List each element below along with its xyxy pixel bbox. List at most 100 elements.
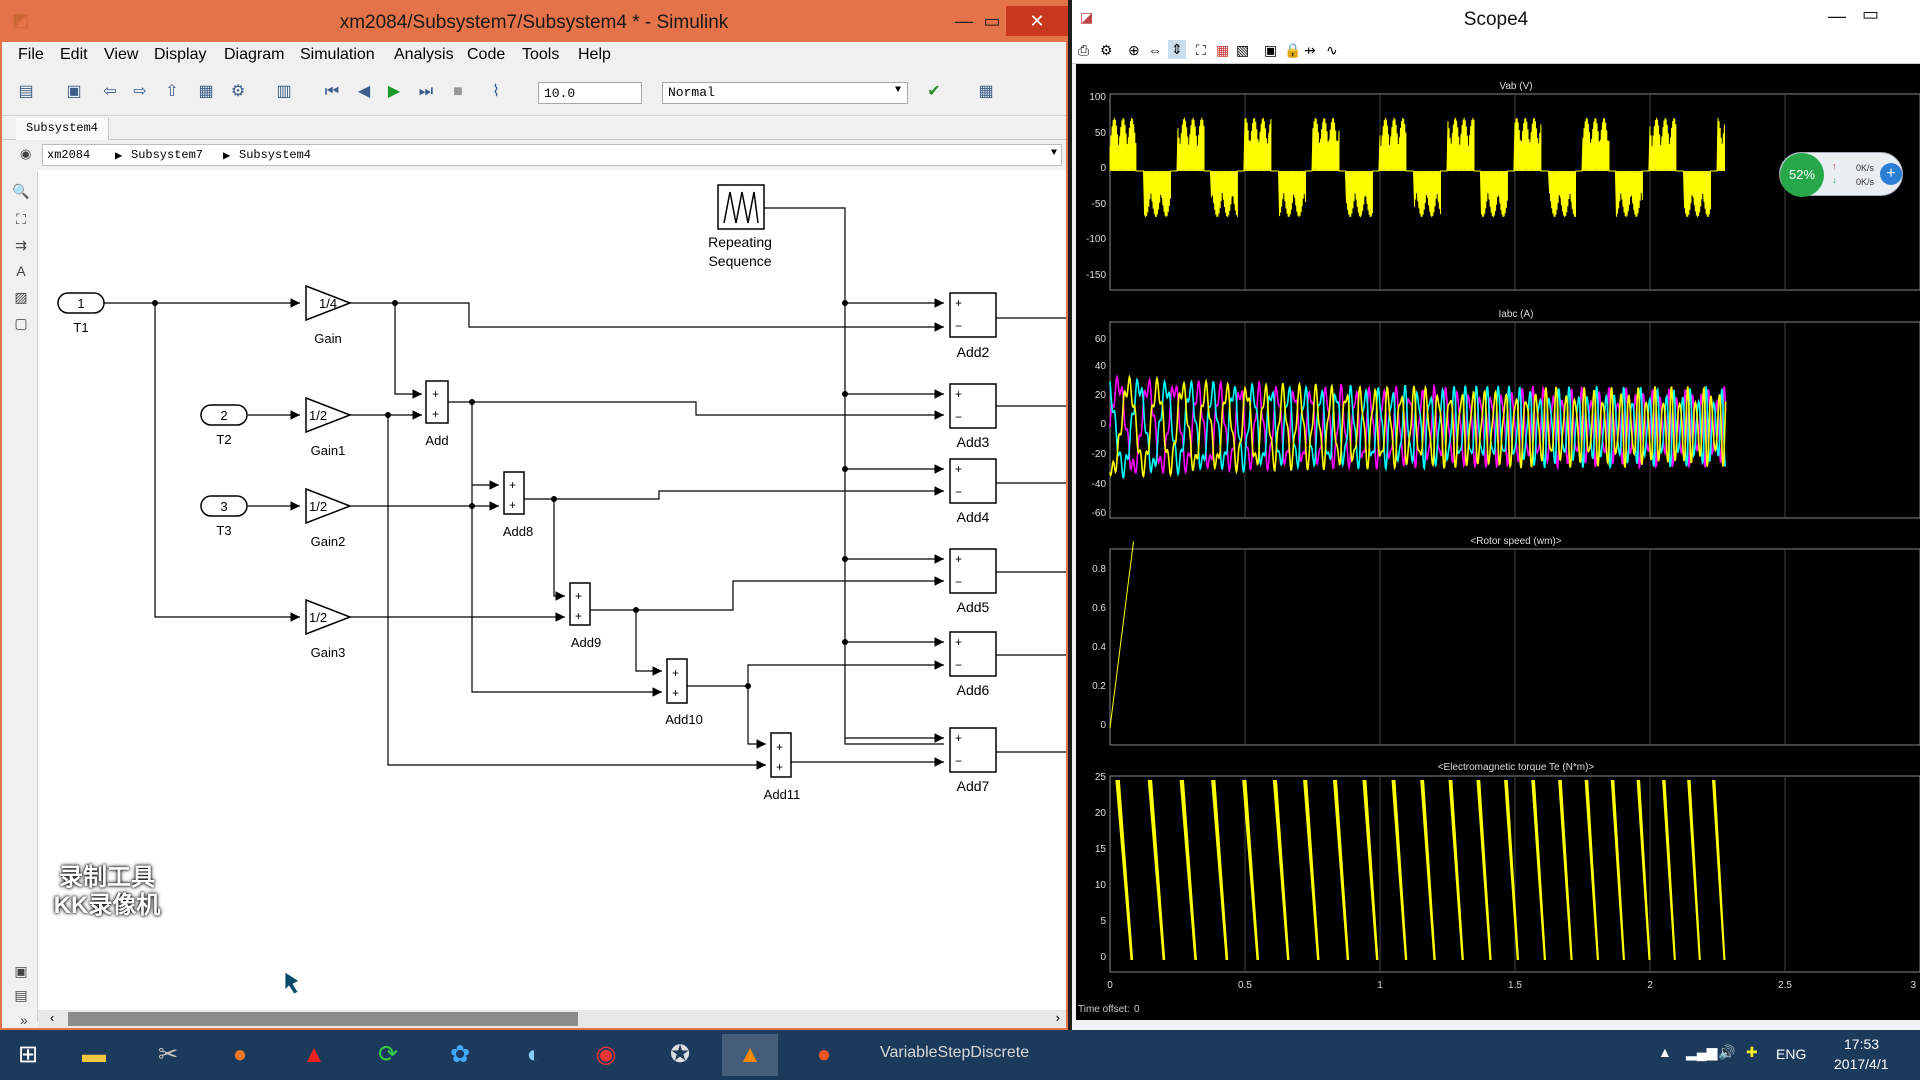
cloud-app-icon[interactable]: ✿	[449, 1041, 471, 1068]
tools-icon[interactable]: ✂	[157, 1041, 179, 1068]
add10-block[interactable]	[666, 658, 688, 704]
autoscale-xy-icon[interactable]: ▦	[1216, 42, 1230, 58]
menu-diagram[interactable]: Diagram	[224, 46, 285, 63]
stop-time-input[interactable]	[538, 82, 642, 104]
menu-help[interactable]: Help	[578, 46, 611, 63]
add4-block[interactable]	[949, 458, 997, 504]
menu-edit[interactable]: Edit	[60, 46, 88, 63]
settings-gear-icon[interactable]: ⚙	[230, 83, 246, 100]
menu-file[interactable]: File	[18, 46, 44, 63]
new-model-icon[interactable]: ▤	[18, 83, 34, 100]
menu-analysis[interactable]: Analysis	[394, 46, 454, 63]
add2-block[interactable]	[949, 292, 997, 338]
scope-minimize-button[interactable]: —	[1828, 6, 1846, 26]
parameters-gear-icon[interactable]: ⚙	[1100, 42, 1113, 58]
expand-double-chevron-icon[interactable]: »	[20, 1012, 28, 1028]
menu-code[interactable]: Code	[467, 46, 506, 63]
breadcrumb-item-subsystem7[interactable]: Subsystem7	[131, 148, 204, 162]
step-back-icon-2[interactable]: ◀	[357, 83, 371, 100]
close-button[interactable]: ✕	[1006, 6, 1068, 36]
fit-view-icon[interactable]: ⛶	[16, 211, 26, 227]
image-icon[interactable]: ▨	[14, 289, 28, 305]
menu-display[interactable]: Display	[154, 46, 207, 63]
file-explorer-icon[interactable]: ▬	[82, 1041, 106, 1068]
scroll-right-icon[interactable]: ›	[1055, 1010, 1060, 1025]
tray-expand-icon[interactable]: ▲	[1658, 1044, 1672, 1060]
recorder-app-icon[interactable]: ●	[816, 1041, 832, 1068]
zoom-y-icon[interactable]: ⇕	[1168, 40, 1186, 59]
floating-scope-icon[interactable]: ∿	[1326, 42, 1338, 58]
chevron-down-icon[interactable]: ▼	[1050, 148, 1057, 159]
model-advisor-check-icon[interactable]: ✔	[927, 83, 941, 100]
autoscale-icon[interactable]: ⛶	[1196, 42, 1206, 58]
zoom-x-icon[interactable]: ⇔	[1148, 42, 1162, 58]
network-signal-icon[interactable]: ▂▄▆	[1686, 1044, 1718, 1060]
properties-icon[interactable]: ▤	[14, 987, 28, 1003]
forward-arrow-icon[interactable]: ⇨	[133, 83, 147, 100]
matlab-icon[interactable]: ▲	[722, 1034, 778, 1076]
camera-icon[interactable]: ▣	[14, 963, 28, 979]
model-explorer-icon[interactable]: ▥	[276, 83, 292, 100]
maximize-button[interactable]: ▭	[983, 11, 1001, 31]
zoom-icon[interactable]: 🔍	[12, 183, 30, 199]
network-speed-widget[interactable]: 52% ↑ ↓ 0K/s 0K/s +	[1779, 152, 1903, 197]
gain1-block[interactable]	[305, 396, 353, 434]
scope-maximize-button[interactable]: ▭	[1862, 4, 1880, 24]
save-axes-icon[interactable]: ▣	[1264, 42, 1278, 58]
gain3-block[interactable]	[305, 598, 353, 636]
stop-icon[interactable]: ■	[453, 83, 463, 100]
tab-subsystem4[interactable]: Subsystem4	[16, 118, 110, 140]
simulation-mode-select[interactable]: Normal ▼	[662, 82, 908, 104]
red-app-icon[interactable]: ◉	[595, 1041, 617, 1068]
gain-block[interactable]	[305, 284, 353, 322]
inport-t2[interactable]	[200, 404, 248, 426]
library-browser-icon[interactable]: ▦	[198, 83, 214, 100]
up-arrow-icon[interactable]: ⇧	[165, 83, 179, 100]
autoscale-y-icon[interactable]: ▧	[1236, 42, 1250, 58]
model-canvas[interactable]: 1 T1 2 T2 3 T3 1/4 Gain 1/2 Gain1 1/2 Ga…	[38, 170, 1066, 1010]
volume-icon[interactable]: 🔊	[1718, 1044, 1736, 1060]
grid-table-icon[interactable]: ▦	[978, 83, 994, 100]
inport-t3[interactable]	[200, 495, 248, 517]
menu-simulation[interactable]: Simulation	[300, 46, 375, 63]
lock-icon[interactable]: 🔒	[1284, 42, 1302, 58]
acrobat-icon[interactable]: ▲	[302, 1041, 326, 1068]
add6-block[interactable]	[949, 631, 997, 677]
breadcrumb-item-xm2084[interactable]: xm2084	[47, 148, 91, 162]
scroll-left-icon[interactable]: ‹	[50, 1010, 55, 1025]
security-shield-icon[interactable]: ✚	[1746, 1044, 1758, 1060]
menu-view[interactable]: View	[104, 46, 139, 63]
clock-time[interactable]: 17:53	[1844, 1036, 1880, 1052]
arrows-icon[interactable]: ⇉	[15, 237, 27, 253]
step-back-icon[interactable]: ⏮	[324, 83, 340, 100]
add7-block[interactable]	[949, 727, 997, 773]
settings-app-icon[interactable]: ✪	[669, 1041, 691, 1068]
menu-tools[interactable]: Tools	[522, 46, 560, 63]
area-icon[interactable]: ▢	[14, 315, 28, 331]
start-button[interactable]: ⊞	[17, 1041, 39, 1068]
horizontal-scrollbar[interactable]: ‹ ›	[38, 1010, 1066, 1028]
signal-selection-icon[interactable]: ⇸	[1304, 42, 1316, 58]
refresh-app-icon[interactable]: ⟳	[377, 1041, 399, 1068]
add3-block[interactable]	[949, 383, 997, 429]
firefox-icon[interactable]: ●	[232, 1041, 248, 1068]
add8-block[interactable]	[503, 471, 525, 515]
step-forward-icon[interactable]: ⏭	[418, 83, 434, 100]
minimize-button[interactable]: —	[955, 11, 973, 31]
repeating-sequence-block[interactable]	[717, 184, 765, 230]
back-arrow-icon[interactable]: ⇦	[103, 83, 117, 100]
breadcrumb-item-subsystem4[interactable]: Subsystem4	[239, 148, 312, 162]
clock-date[interactable]: 2017/4/1	[1834, 1056, 1889, 1072]
add9-block[interactable]	[569, 582, 591, 626]
scope-plot-area[interactable]: Vab (V) 100 50 0 -50 -100 -150 Iabc (A) …	[1076, 64, 1920, 1020]
plus-icon[interactable]: +	[1880, 163, 1902, 185]
scope-record-icon[interactable]: ⌇	[492, 83, 500, 100]
gain2-block[interactable]	[305, 487, 353, 525]
add-block[interactable]	[425, 380, 449, 424]
annotation-icon[interactable]: A	[16, 263, 26, 279]
print-icon[interactable]: ⎙	[1078, 42, 1090, 58]
scrollbar-thumb[interactable]	[68, 1012, 578, 1026]
save-icon[interactable]: ▣	[66, 83, 82, 100]
language-indicator[interactable]: ENG	[1776, 1046, 1807, 1062]
inport-t1[interactable]	[57, 292, 105, 314]
